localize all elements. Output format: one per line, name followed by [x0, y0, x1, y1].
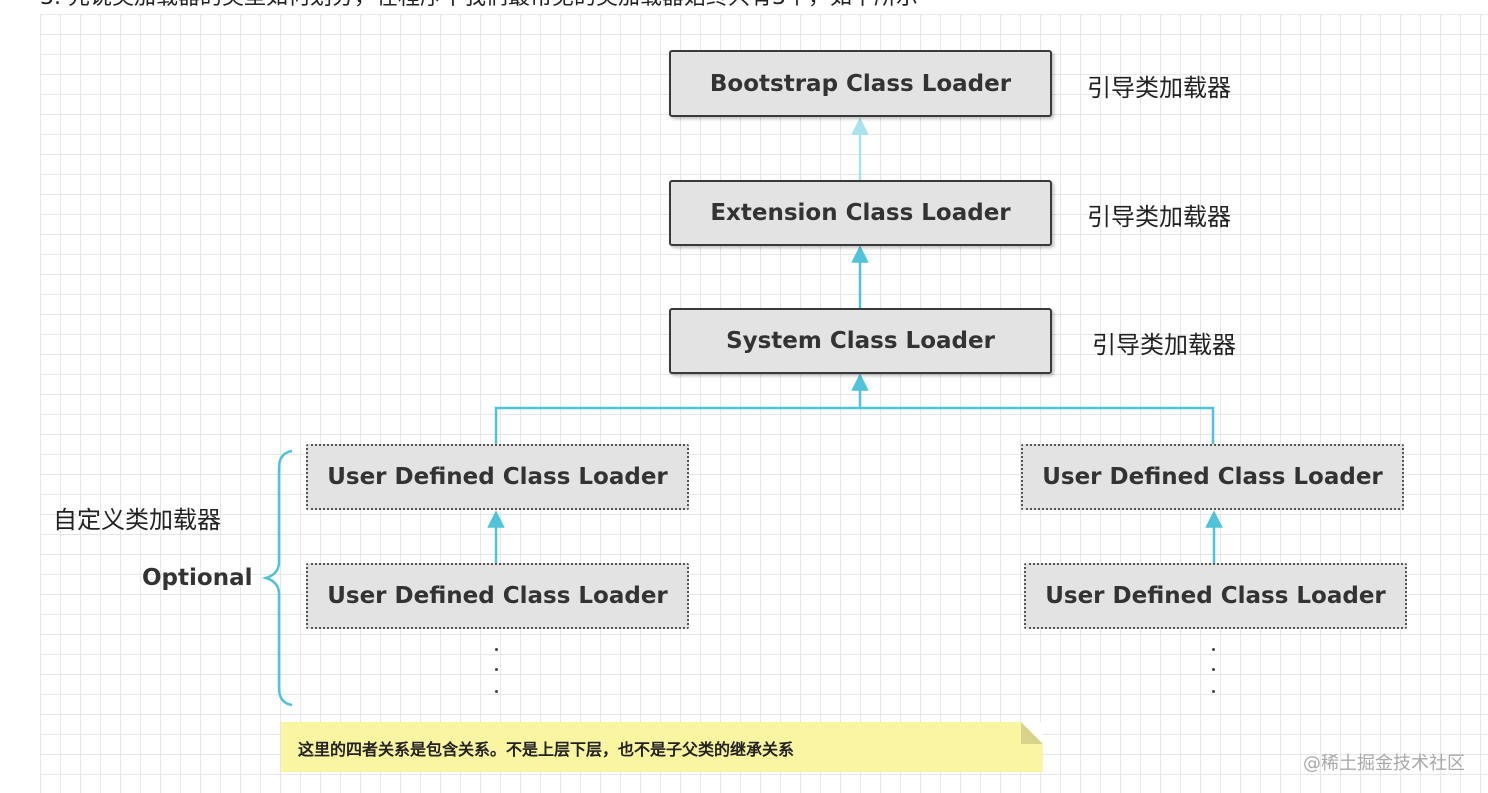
system-side-label: 引导类加载器 [1092, 331, 1236, 359]
extension-class-loader-label: Extension Class Loader [710, 200, 1011, 226]
header-text: 3. 先说类加载器的类型如何划分，在程序中我们最常见的类加载器始终只有3个，如下… [40, 0, 918, 10]
ellipsis-dot [1212, 668, 1215, 671]
sticky-note: 这里的四者关系是包含关系。不是上层下层，也不是子父类的继承关系 [281, 722, 1043, 772]
note-fold-corner [1021, 722, 1043, 744]
system-class-loader-box: System Class Loader [669, 308, 1052, 374]
extension-class-loader-box: Extension Class Loader [669, 180, 1052, 246]
bootstrap-side-label: 引导类加载器 [1087, 74, 1231, 102]
user-defined-loader-label: User Defined Class Loader [1042, 464, 1383, 490]
connector-users-to-system [494, 406, 1215, 444]
extension-side-label: 引导类加载器 [1087, 203, 1231, 231]
ellipsis-dot [495, 668, 498, 671]
custom-loader-label: 自定义类加载器 [53, 506, 221, 534]
bootstrap-class-loader-label: Bootstrap Class Loader [709, 70, 1012, 97]
user-defined-loader-label: User Defined Class Loader [327, 464, 668, 490]
ellipsis-dot [495, 690, 498, 693]
optional-label: Optional [142, 565, 253, 591]
user-defined-loader-label: User Defined Class Loader [327, 583, 668, 609]
ellipsis-dot [495, 648, 498, 651]
user-defined-loader-label: User Defined Class Loader [1045, 583, 1386, 609]
user-defined-loader-left-1: User Defined Class Loader [306, 444, 689, 510]
note-text: 这里的四者关系是包含关系。不是上层下层，也不是子父类的继承关系 [298, 740, 795, 759]
user-defined-loader-right-1: User Defined Class Loader [1021, 444, 1404, 510]
bootstrap-class-loader-box: Bootstrap Class Loader [669, 50, 1052, 117]
system-class-loader-label: System Class Loader [726, 328, 995, 354]
user-defined-loader-left-2: User Defined Class Loader [306, 563, 689, 629]
ellipsis-dot [1212, 690, 1215, 693]
ellipsis-dot [1212, 648, 1215, 651]
user-defined-loader-right-2: User Defined Class Loader [1024, 563, 1407, 629]
watermark: @稀土掘金技术社区 [1303, 753, 1465, 774]
optional-brace [261, 449, 293, 707]
grid-canvas [40, 14, 1488, 793]
